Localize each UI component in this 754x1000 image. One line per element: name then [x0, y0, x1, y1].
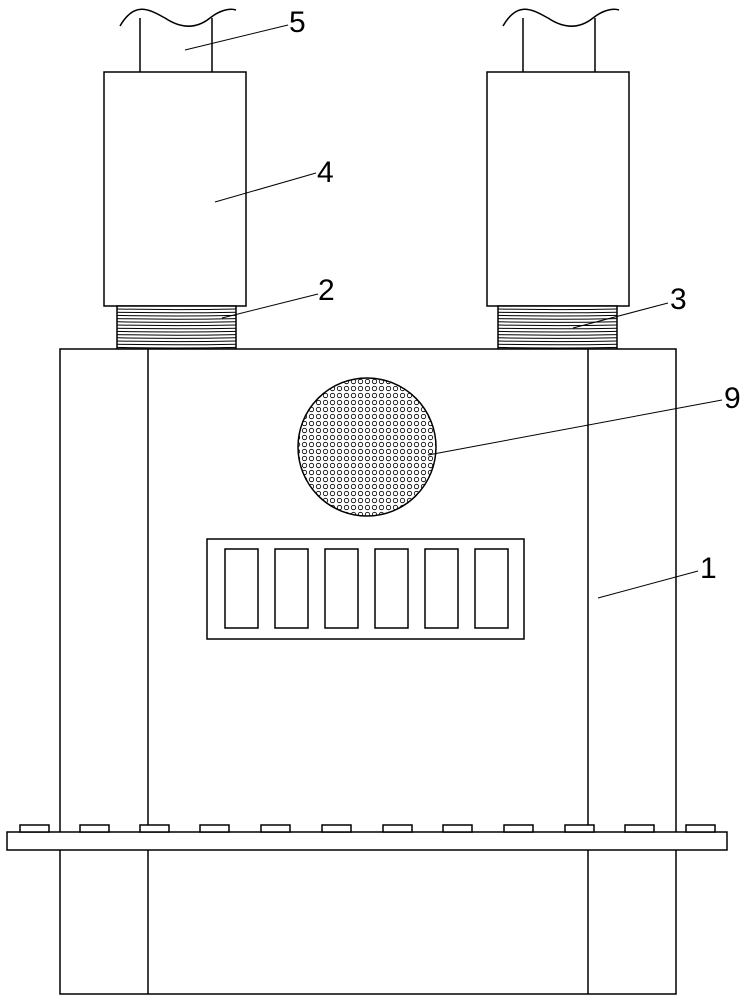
label-mesh: 9 — [724, 382, 741, 415]
thread-line — [116, 321, 237, 323]
flange-stud — [321, 824, 352, 833]
thread-line — [497, 308, 618, 311]
right-cable — [502, 8, 620, 72]
thread-line — [116, 324, 237, 327]
thread-line — [116, 314, 237, 317]
flange-stud — [503, 824, 534, 833]
mesh-grille — [297, 377, 437, 517]
thread-line — [497, 340, 618, 343]
label-sleeve: 4 — [317, 156, 334, 189]
mounting-flange — [6, 824, 728, 851]
thread-line — [116, 308, 237, 311]
thread-line — [116, 318, 237, 320]
flange-stud — [260, 824, 291, 833]
thread-line — [116, 311, 237, 314]
right-thread — [497, 305, 618, 350]
flange-stud — [139, 824, 170, 833]
thread-line — [497, 321, 618, 323]
thread-line — [497, 343, 618, 346]
thread-line — [497, 330, 618, 333]
label-left-thread: 2 — [318, 274, 335, 307]
flange-stud — [442, 824, 473, 833]
left-cable — [119, 8, 237, 72]
thread-line — [497, 311, 618, 314]
thread-line — [497, 346, 618, 349]
thread-line — [116, 343, 237, 346]
thread-line — [497, 327, 618, 330]
flange-stud — [19, 824, 50, 833]
flange-stud — [564, 824, 595, 833]
leader-lines — [184, 24, 723, 599]
thread-line — [116, 337, 237, 339]
label-cable: 5 — [289, 6, 306, 39]
left-sleeve — [103, 71, 247, 307]
thread-line — [497, 314, 618, 317]
thread-line — [116, 334, 237, 336]
thread-line — [116, 340, 237, 343]
flange-stud — [624, 824, 655, 833]
left-thread — [116, 305, 237, 350]
thread-line — [116, 346, 237, 349]
thread-line — [497, 334, 618, 336]
vent-panel — [206, 538, 525, 640]
label-right-thread: 3 — [670, 283, 687, 316]
thread-line — [497, 324, 618, 327]
thread-line — [497, 337, 618, 339]
flange-stud — [382, 824, 413, 833]
flange-stud — [79, 824, 110, 833]
right-sleeve — [486, 71, 630, 307]
thread-line — [497, 318, 618, 320]
thread-line — [116, 330, 237, 333]
thread-line — [116, 327, 237, 330]
label-body: 1 — [700, 552, 717, 585]
flange-stud — [685, 824, 716, 833]
flange-stud — [199, 824, 230, 833]
